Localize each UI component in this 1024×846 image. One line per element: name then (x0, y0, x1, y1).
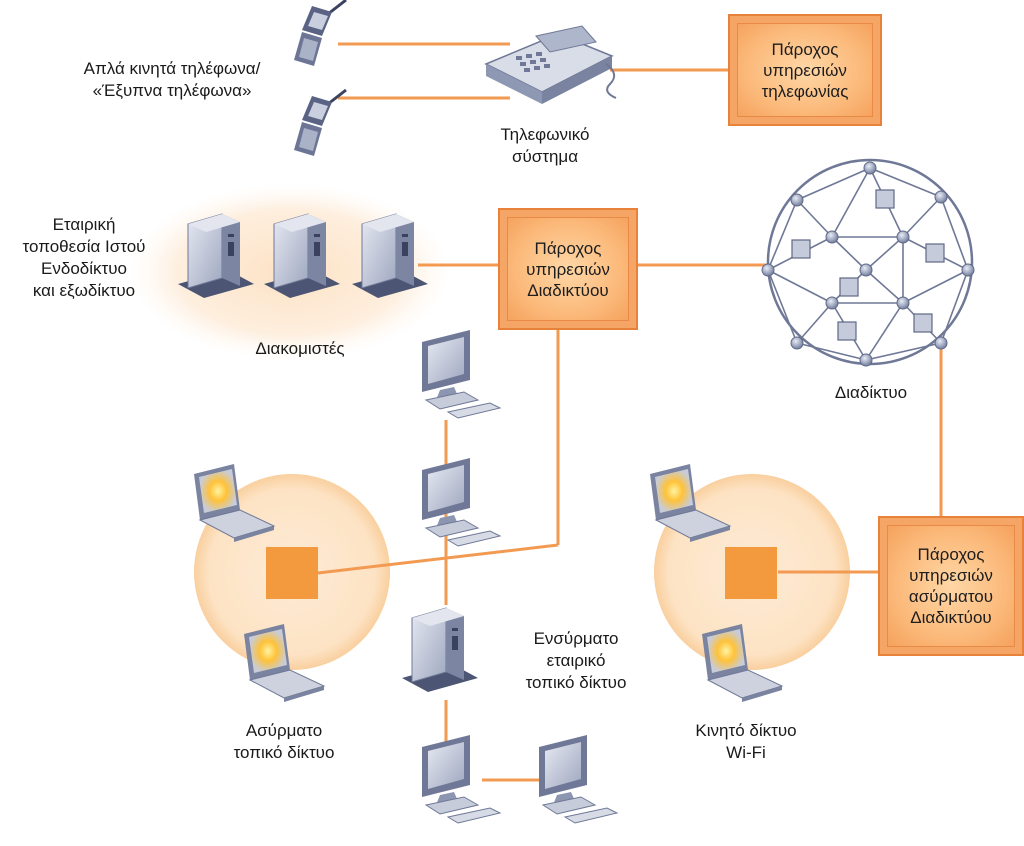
wireless-lan-label: Ασύρματο τοπικό δίκτυο (233, 721, 335, 762)
internet-label: Διαδίκτυο (834, 383, 908, 402)
phone-system-label: Τηλεφωνικό σύστημα (500, 125, 590, 166)
wifi-network-label: Κινητό δίκτυο Wi-Fi (695, 721, 797, 762)
desktop-computer-icon (421, 457, 501, 547)
access-point-icon (725, 547, 777, 599)
corporate-site-label: Εταιρική τοποθεσία Ιστού Ενδοδίκτυο και … (22, 215, 146, 300)
access-point-icon (266, 547, 318, 599)
wireless-internet-provider-label: Πάροχος υπηρεσιών ασύρματου Διαδικτύου (908, 545, 994, 627)
server-icon (401, 607, 479, 693)
telephony-provider-box: Πάροχος υπηρεσιών τηλεφωνίας (728, 14, 882, 126)
internet-provider-box: Πάροχος υπηρεσιών Διαδικτύου (498, 208, 638, 330)
cell-phone-icon (292, 0, 348, 68)
internet-globe-icon (761, 158, 975, 367)
wired-lan-label: Ενσύρματο εταιρικό τοπικό δίκτυο (525, 629, 627, 692)
desktop-computer-icon (538, 734, 618, 824)
wireless-internet-provider-box: Πάροχος υπηρεσιών ασύρματου Διαδικτύου (878, 516, 1024, 656)
phones-label: Απλά κινητά τηλέφωνα/ «Έξυπνα τηλέφωνα» (83, 59, 261, 100)
desktop-computer-icon (421, 329, 501, 419)
internet-provider-label: Πάροχος υπηρεσιών Διαδικτύου (526, 238, 610, 300)
cell-phone-icon (292, 88, 348, 158)
desk-phone-icon (484, 25, 617, 104)
servers-label: Διακομιστές (255, 339, 345, 358)
telephony-provider-label: Πάροχος υπηρεσιών τηλεφωνίας (761, 39, 849, 101)
